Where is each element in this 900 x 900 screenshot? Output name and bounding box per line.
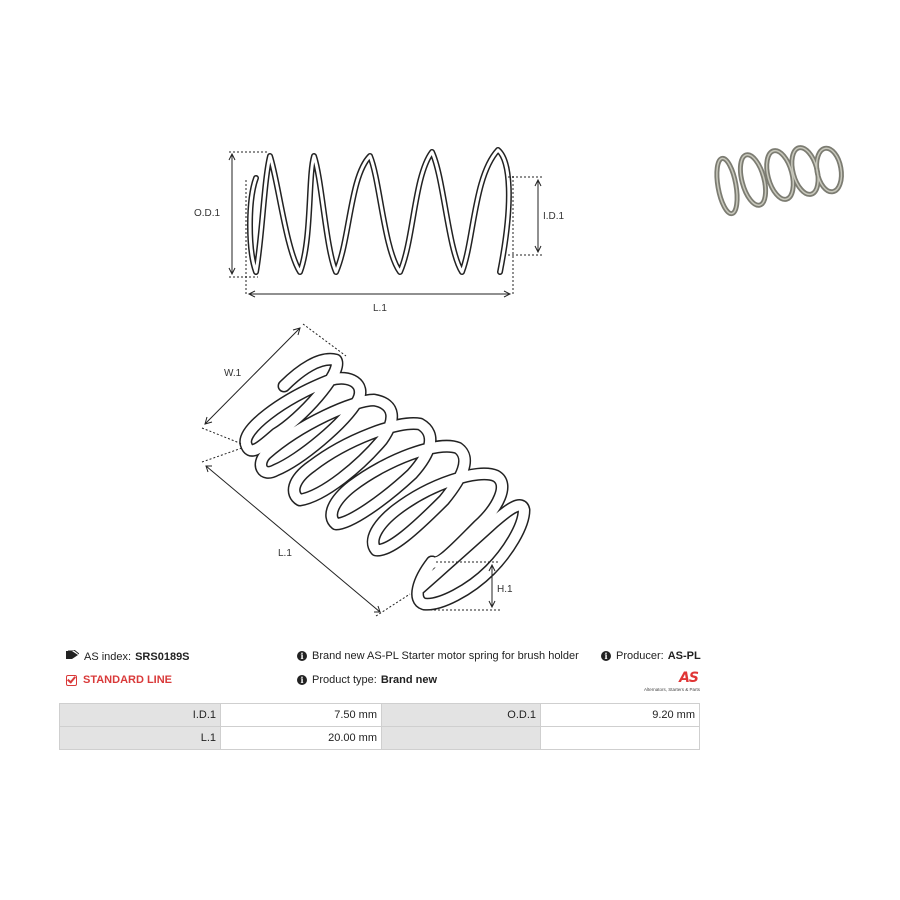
- checkbox-icon: [66, 674, 77, 686]
- description: i Brand new AS-PL Starter motor spring f…: [297, 650, 579, 662]
- param-key: L.1: [59, 726, 221, 750]
- as-pl-logo: AS Alternators, Starters & Parts: [636, 670, 700, 696]
- param-key: I.D.1: [59, 703, 221, 727]
- producer-value: AS-PL: [667, 650, 701, 662]
- id-dim-label: I.D.1: [543, 211, 565, 222]
- info-icon: i: [297, 675, 307, 685]
- logo-mark: AS: [679, 670, 699, 686]
- info-icon: i: [297, 651, 307, 661]
- height-dim-label: H.1: [497, 584, 513, 595]
- param-value: [540, 726, 700, 750]
- od-dim-label: O.D.1: [194, 208, 221, 219]
- tag-icon: [66, 649, 80, 663]
- producer-label: Producer:: [616, 650, 664, 662]
- standard-line: STANDARD LINE: [66, 674, 172, 686]
- parameters-table: I.D.1 7.50 mm O.D.1 9.20 mm L.1 20.00 mm: [59, 703, 700, 750]
- spring-technical-drawing: O.D.1 I.D.1 L.1 W.1 L.1 H.1: [194, 147, 565, 617]
- table-row: I.D.1 7.50 mm O.D.1 9.20 mm: [59, 703, 700, 727]
- info-icon: i: [601, 651, 611, 661]
- product-type-label: Product type:: [312, 674, 377, 686]
- length-dim-label-bottom: L.1: [278, 548, 292, 559]
- top-spring-outline: [247, 147, 512, 275]
- param-value: 20.00 mm: [220, 726, 382, 750]
- producer: i Producer: AS-PL: [601, 650, 701, 662]
- standard-line-text: STANDARD LINE: [83, 674, 173, 686]
- as-index: AS index: SRS0189S: [66, 649, 190, 663]
- length-dim-label-top: L.1: [373, 303, 387, 314]
- param-key: O.D.1: [381, 703, 541, 727]
- as-index-label: AS index:: [84, 650, 132, 663]
- spring-photo: [714, 145, 844, 217]
- param-value: 7.50 mm: [220, 703, 382, 727]
- top-dimension-lines: [228, 151, 542, 298]
- perspective-dimension-lines: [201, 323, 500, 617]
- description-text: Brand new AS-PL Starter motor spring for…: [312, 650, 579, 662]
- logo-tagline: Alternators, Starters & Parts: [643, 687, 700, 692]
- as-index-value: SRS0189S: [135, 650, 190, 663]
- param-key: [381, 726, 541, 750]
- width-dim-label: W.1: [224, 368, 242, 379]
- param-value: 9.20 mm: [540, 703, 700, 727]
- table-row: L.1 20.00 mm: [59, 726, 700, 750]
- product-type-value: Brand new: [380, 674, 438, 686]
- product-type: i Product type: Brand new: [297, 674, 437, 686]
